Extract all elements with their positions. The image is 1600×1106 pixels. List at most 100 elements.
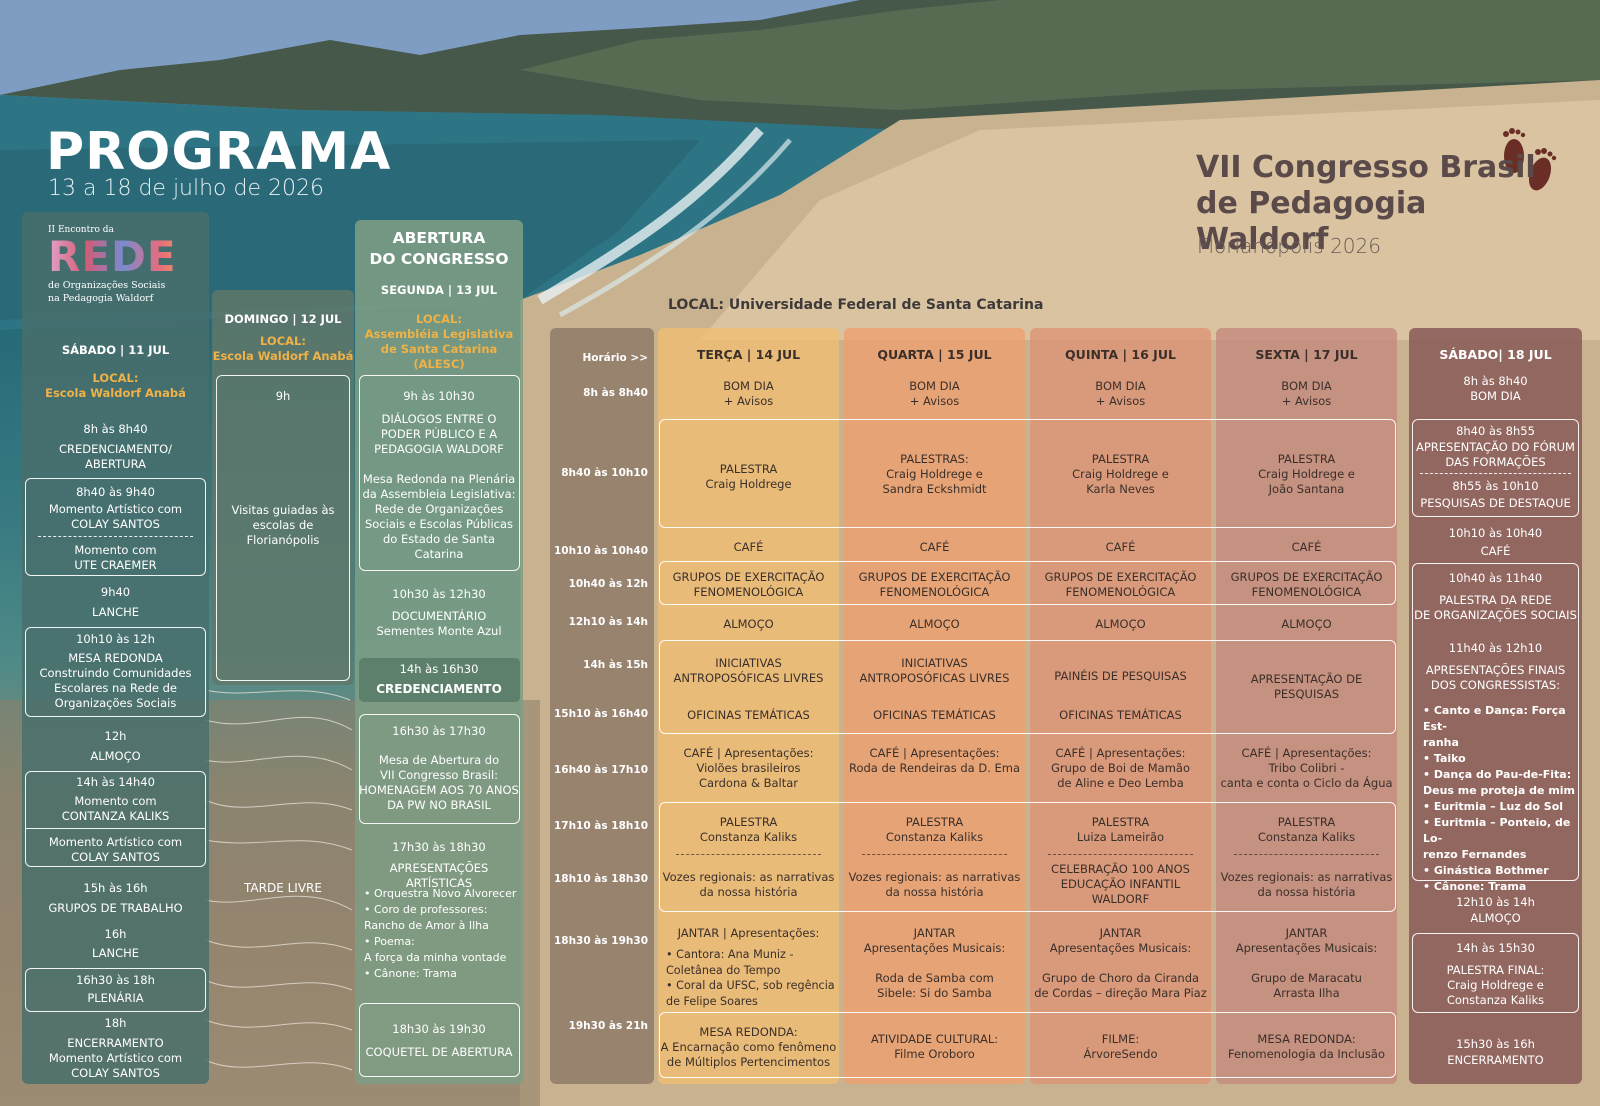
tuesday-slot-r12: MESA REDONDA: A Encarnação como fenômeno… [660, 1025, 837, 1069]
saturday-11-time-10: 18h [104, 1016, 127, 1030]
friday-slot-r6: APRESENTAÇÃO DE PESQUISAS [1250, 672, 1363, 701]
thursday-slot-r6: PAINÉIS DE PESQUISAS [1054, 669, 1187, 683]
time-label: 15h10 às 16h40 [553, 708, 648, 720]
monday-13-local: Assembléia Legislativa de Santa Catarina… [364, 327, 514, 371]
time-label: 18h10 às 18h30 [553, 873, 648, 885]
time-label: 17h10 às 18h10 [553, 820, 648, 832]
monday-13-event-1: DIÁLOGOS ENTRE O PODER PÚBLICO E A PEDAG… [374, 412, 504, 456]
tuesday-slot-r3: CAFÉ [733, 540, 764, 554]
rede-logo-sub: de Organizações Sociais na Pedagogia Wal… [48, 280, 166, 304]
time-column [550, 328, 654, 1084]
sunday-12-free-afternoon: TARDE LIVRE [244, 881, 322, 895]
monday-13-event-1b: Mesa Redonda na Plenária da Assembleia L… [362, 472, 516, 561]
tuesday-slot-r5: ALMOÇO [723, 617, 774, 631]
saturday-18-event-9: ENCERRAMENTO [1447, 1053, 1544, 1067]
thursday-header: QUINTA | 16 JUL [1065, 347, 1176, 362]
monday-13-time-6: 18h30 às 19h30 [392, 1022, 486, 1036]
sunday-12-time-1: 9h [275, 389, 291, 403]
thursday-slot-r10: CELEBRAÇÃO 100 ANOS EDUCAÇÃO INFANTIL WA… [1051, 862, 1190, 906]
saturday-18-time-7: 12h10 às 14h [1456, 895, 1535, 909]
time-label: 10h10 às 10h40 [553, 545, 648, 557]
time-label: 8h40 às 10h10 [561, 467, 648, 479]
monday-13-event-5: APRESENTAÇÕES ARTÍSTICAS [389, 861, 489, 890]
friday-slot-r2: PALESTRA Craig Holdrege e João Santana [1258, 452, 1355, 496]
wednesday-slot-r6: INICIATIVAS ANTROPOSÓFICAS LIVRES [859, 656, 1010, 685]
wednesday-slot-r4: GRUPOS DE EXERCITAÇÃO FENOMENOLÓGICA [858, 570, 1011, 599]
saturday-18-time-8: 14h às 15h30 [1456, 941, 1535, 955]
time-label: 10h40 às 12h [568, 578, 648, 590]
saturday-18-card-1 [1412, 419, 1579, 517]
friday-slot-r5: ALMOÇO [1281, 617, 1332, 631]
saturday-11-event-9: PLENÁRIA [87, 991, 144, 1005]
grid-card-palestra-evening [659, 802, 1396, 912]
wednesday-slot-r8: CAFÉ | Apresentações: Roda de Rendeiras … [848, 746, 1021, 775]
page-title: PROGRAMA [46, 122, 392, 182]
wednesday-slot-r11b: Roda de Samba com Sibele: Si do Samba [875, 971, 994, 1000]
monday-13-event-2: DOCUMENTÁRIO Sementes Monte Azul [376, 609, 502, 638]
saturday-18-event-2: APRESENTAÇÃO DO FÓRUM DAS FORMAÇÕES [1416, 440, 1575, 469]
wednesday-slot-r5: ALMOÇO [909, 617, 960, 631]
friday-slot-r11b: Grupo de Maracatu Arrasta Ilha [1251, 971, 1362, 1000]
monday-13-time-2: 10h30 às 12h30 [392, 587, 486, 601]
friday-slot-r9: PALESTRA Constanza Kaliks [1257, 815, 1356, 844]
divider [38, 536, 193, 537]
saturday-18-event-6: APRESENTAÇÕES FINAIS DOS CONGRESSISTAS: [1425, 663, 1566, 692]
tuesday-slot-r4: GRUPOS DE EXERCITAÇÃO FENOMENOLÓGICA [672, 570, 825, 599]
friday-slot-r12: MESA REDONDA: Fenomenologia da Inclusão [1228, 1032, 1385, 1061]
friday-slot-r8: CAFÉ | Apresentações: Tribo Colibri - ca… [1220, 746, 1393, 790]
divider [25, 828, 206, 829]
congress-title: VII Congresso Brasil de Pedagogia Waldor… [1196, 150, 1536, 258]
saturday-11-time-9: 16h30 às 18h [76, 973, 155, 987]
saturday-18-time-9: 15h30 às 16h [1456, 1037, 1535, 1051]
saturday-18-time-2: 8h40 às 8h55 [1456, 424, 1535, 438]
tuesday-slot-r8: CAFÉ | Apresentações: Violões brasileiro… [683, 746, 814, 790]
horario-label: Horário >> [582, 352, 648, 364]
wednesday-header: QUARTA | 15 JUL [877, 347, 992, 362]
saturday-18-head: SÁBADO| 18 JUL [1439, 347, 1552, 362]
main-venue: LOCAL: Universidade Federal de Santa Cat… [668, 297, 1044, 313]
friday-slot-r1: BOM DIA + Avisos [1281, 379, 1332, 408]
saturday-11-local-label: LOCAL: [92, 371, 139, 385]
tuesday-slot-r6: INICIATIVAS ANTROPOSÓFICAS LIVRES [673, 656, 824, 685]
saturday-18-time-4: 10h10 às 10h40 [1448, 526, 1543, 540]
thursday-slot-r11b: Grupo de Choro da Ciranda de Cordas – di… [1034, 971, 1207, 1000]
divider [862, 854, 1007, 855]
monday-13-day: SEGUNDA | 13 JUL [380, 283, 498, 297]
grid-card-palestra-morning [659, 419, 1396, 528]
monday-13-event-3: CREDENCIAMENTO [376, 682, 502, 696]
sunday-12-event-1: Visitas guiadas às escolas de Florianópo… [231, 503, 335, 547]
saturday-11-card-1 [25, 478, 206, 576]
saturday-11-time-5: 12h [104, 729, 127, 743]
thursday-column [1030, 328, 1211, 1084]
wednesday-slot-r11: JANTAR Apresentações Musicais: [863, 926, 1006, 955]
friday-slot-r10: Vozes regionais: as narrativas da nossa … [1220, 870, 1393, 899]
wednesday-slot-r3: CAFÉ [919, 540, 950, 554]
sunday-12-local: Escola Waldorf Anabá [212, 349, 354, 363]
thursday-slot-r8: CAFÉ | Apresentações: Grupo de Boi de Ma… [1050, 746, 1190, 790]
wednesday-slot-r2: PALESTRAS: Craig Holdrege e Sandra Ecksh… [882, 452, 987, 496]
tuesday-header: TERÇA | 14 JUL [696, 347, 801, 362]
thursday-slot-r2: PALESTRA Craig Holdrege e Karla Neves [1072, 452, 1169, 496]
congress-title-line2: de Pedagogia Waldorf [1196, 186, 1427, 257]
saturday-11-card-3 [25, 771, 206, 867]
thursday-slot-r3: CAFÉ [1105, 540, 1136, 554]
time-label: 14h às 15h [583, 659, 648, 671]
sunday-12-card [216, 375, 350, 681]
saturday-11-event-1: CREDENCIAMENTO/ ABERTURA [58, 442, 173, 471]
monday-13-card-2 [359, 714, 520, 824]
monday-13-event-6: COQUETEL DE ABERTURA [365, 1045, 513, 1059]
saturday-11-event-3: LANCHE [91, 605, 140, 619]
thursday-slot-r7: OFICINAS TEMÁTICAS [1059, 708, 1182, 722]
divider [1234, 854, 1379, 855]
friday-slot-r3: CAFÉ [1291, 540, 1322, 554]
saturday-11-event-6b: Momento Artístico com COLAY SANTOS [48, 835, 183, 864]
saturday-18-card-3 [1412, 933, 1579, 1013]
saturday-11-time-1: 8h às 8h40 [83, 422, 148, 436]
friday-column [1216, 328, 1397, 1084]
saturday-11-event-4: MESA REDONDA Construindo Comunidades Esc… [39, 651, 192, 710]
saturday-11-time-7: 15h às 16h [83, 881, 148, 895]
tuesday-slot-r11: JANTAR | Apresentações: [677, 926, 820, 940]
monday-13-event-4: Mesa de Abertura do VII Congresso Brasil… [359, 753, 519, 812]
saturday-11-time-6: 14h às 14h40 [76, 775, 155, 789]
wednesday-slot-r7: OFICINAS TEMÁTICAS [873, 708, 996, 722]
